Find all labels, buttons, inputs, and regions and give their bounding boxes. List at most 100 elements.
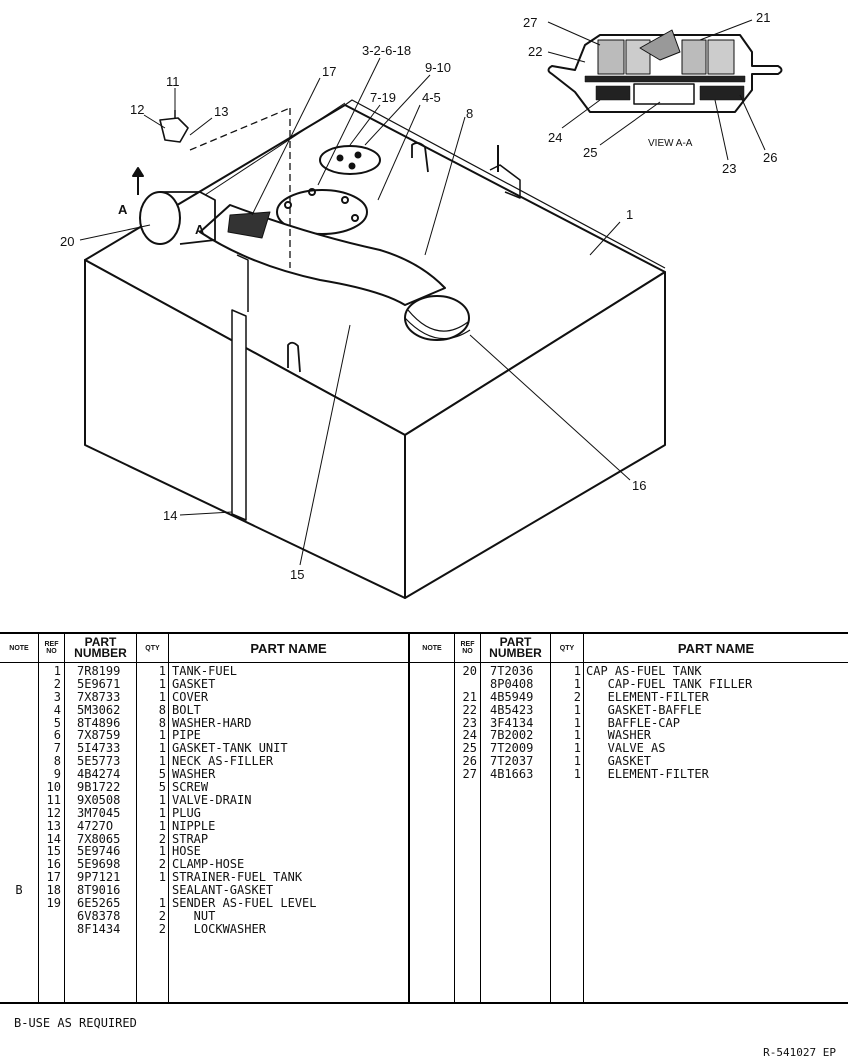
row-part-number: 8P0408 [490, 676, 534, 691]
row-qty: 2 [573, 689, 581, 704]
callout-25: 25 [583, 145, 597, 160]
callout-15: 15 [290, 567, 304, 582]
row-part-name: COVER [172, 689, 209, 704]
callout-27: 27 [523, 15, 537, 30]
row-qty: 1 [573, 741, 581, 756]
row-part-name: VALVE-DRAIN [172, 792, 252, 807]
row-ref-no: 11 [46, 792, 61, 807]
row-part-name: PIPE [172, 728, 201, 743]
row-ref-no: 1 [53, 664, 61, 678]
row-part-name: CAP-FUEL TANK FILLER [586, 676, 753, 691]
row-part-number: 8F1434 [77, 921, 121, 936]
row-ref-no: 2 [53, 676, 61, 691]
strap [231, 309, 247, 521]
row-ref-no: 24 [462, 728, 477, 743]
row-part-name: WASHER [172, 767, 216, 782]
row-part-number: 5I4733 [77, 741, 121, 756]
row-ref-no: 19 [46, 896, 61, 911]
callout-26: 26 [763, 150, 777, 165]
row-qty: 1 [573, 767, 581, 782]
row-part-name: LOCKWASHER [172, 921, 266, 936]
row-ref-no: 23 [462, 715, 477, 730]
row-ref-no: 6 [53, 728, 61, 743]
row-ref-no: 26 [462, 754, 477, 769]
row-part-number: 5E9746 [77, 844, 121, 859]
row-part-number: 7T2036 [490, 664, 534, 678]
row-qty: 1 [158, 754, 166, 769]
row-qty: 1 [573, 676, 581, 691]
row-part-number: 4B4274 [77, 767, 121, 782]
row-part-name: BOLT [172, 702, 201, 717]
row-ref-no: 25 [462, 741, 477, 756]
row-part-number: 5E5773 [77, 754, 121, 769]
callout-20: 20 [60, 234, 74, 249]
row-ref-no: 15 [46, 844, 61, 859]
row-part-number: 4B5423 [490, 702, 534, 717]
row-qty: 1 [158, 728, 166, 743]
row-part-number: 6V8378 [77, 908, 121, 923]
row-qty: 1 [573, 702, 581, 717]
header-qty: QTY [145, 644, 160, 652]
row-part-name: WASHER [586, 728, 652, 743]
row-part-name: WASHER-HARD [172, 715, 252, 730]
row-part-name: HOSE [172, 844, 201, 859]
row-qty: 1 [158, 870, 166, 885]
callout-22: 22 [528, 44, 542, 59]
header-part-name: PART NAME [250, 640, 327, 656]
row-part-number: 7T2009 [490, 741, 534, 756]
row-qty: 2 [158, 908, 166, 923]
row-qty: 8 [158, 702, 166, 717]
row-part-name: VALVE AS [586, 741, 666, 756]
row-part-number: 5E9698 [77, 857, 121, 872]
row-ref-no: 8 [53, 754, 61, 769]
row-part-name: SENDER AS-FUEL LEVEL [172, 896, 317, 911]
row-part-number: 5E9671 [77, 676, 121, 691]
row-qty: 1 [573, 664, 581, 678]
row-part-number: 4B1663 [490, 767, 534, 782]
row-ref-no: 14 [46, 831, 61, 846]
section-marker-a-left: A [118, 202, 128, 217]
row-part-number: 9B1722 [77, 780, 121, 795]
table-row: 2 5E9671 1 GASKET [0, 676, 408, 691]
callout-24: 24 [548, 130, 562, 145]
footer-note: B-USE AS REQUIRED [14, 1016, 137, 1030]
row-ref-no: 22 [462, 702, 477, 717]
callout-8: 8 [466, 106, 473, 121]
callout-11: 11 [166, 74, 180, 89]
tank-handle [287, 341, 301, 373]
row-ref-no: 10 [46, 780, 61, 795]
row-ref-no: 20 [462, 664, 477, 678]
row-ref-no: 21 [462, 689, 477, 704]
callout-13: 13 [214, 104, 228, 119]
row-qty: 1 [158, 818, 166, 833]
fuel-tank-exploded-diagram: 1 8 3-2-6-18 9-10 7-19 4-5 17 11 12 13 2… [60, 10, 783, 599]
row-part-name: CLAMP-HOSE [172, 857, 245, 872]
row-qty: 1 [158, 805, 166, 820]
row-qty: 1 [158, 676, 166, 691]
row-part-name: PLUG [172, 805, 201, 820]
callout-14: 14 [163, 508, 177, 523]
row-part-name: GASKET [172, 676, 216, 691]
